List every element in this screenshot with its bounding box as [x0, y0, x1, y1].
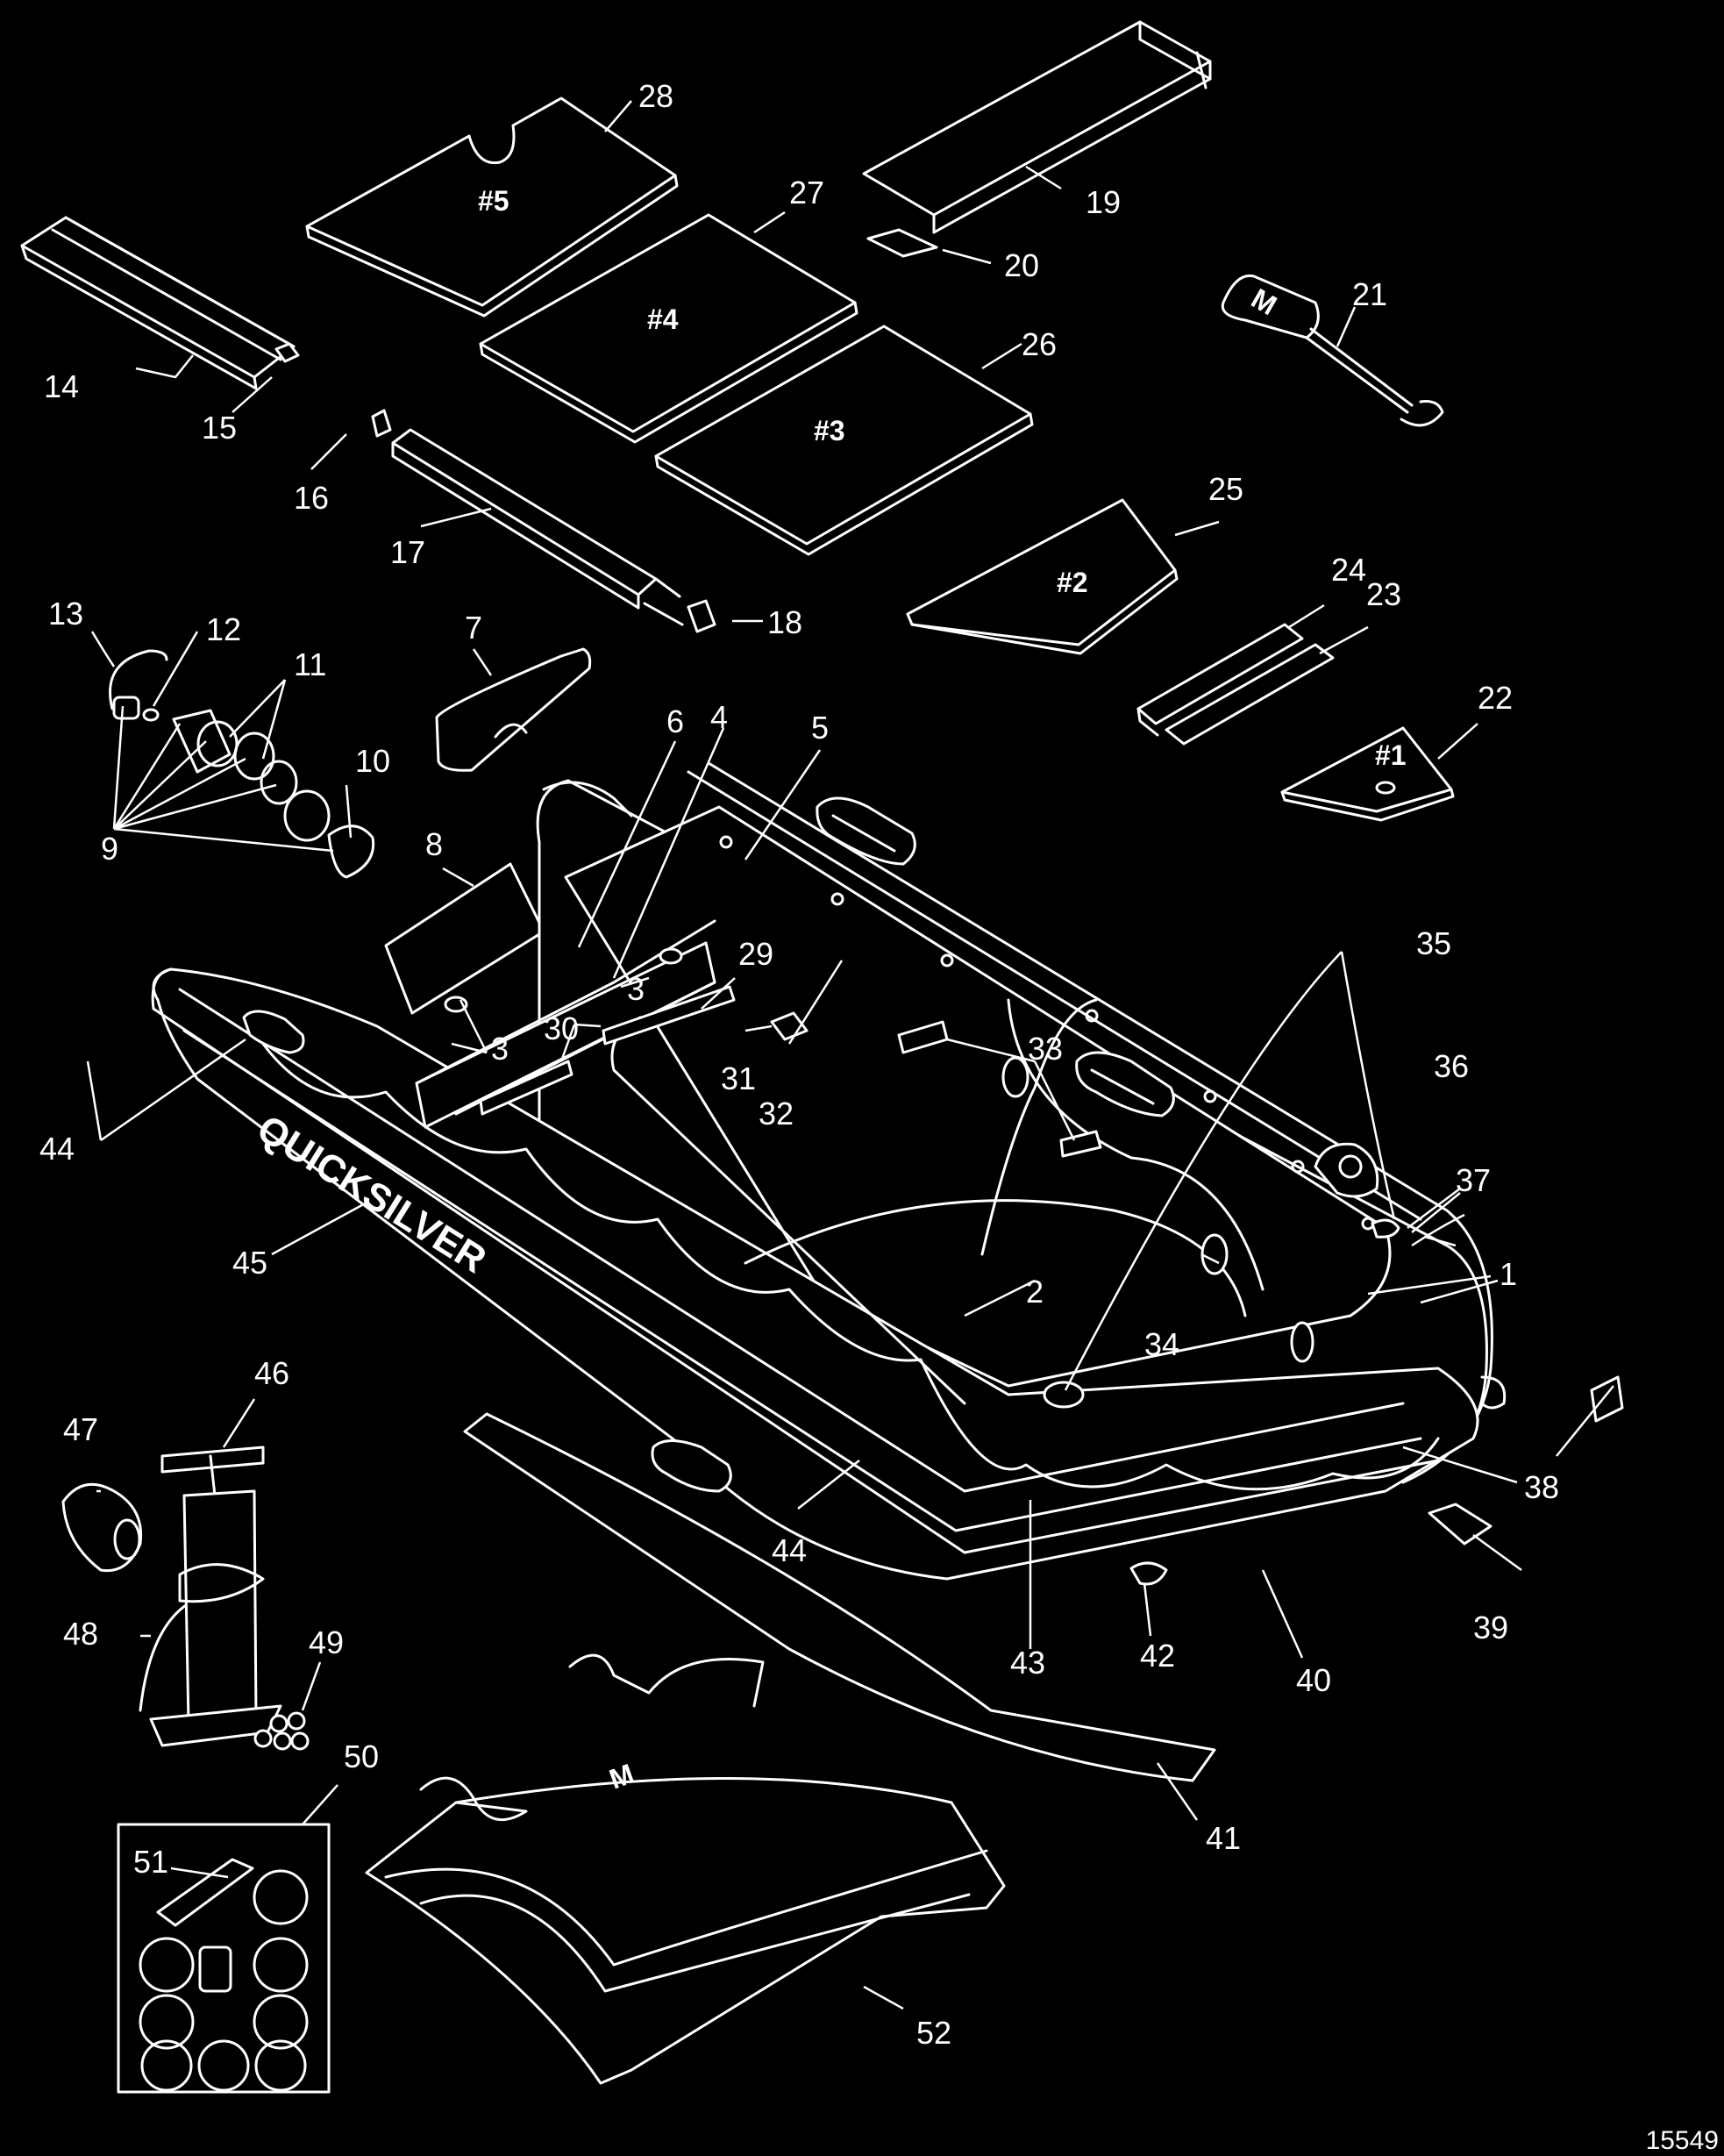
callout-43: 43 — [1010, 1645, 1045, 1681]
figure-id: 15549 — [1646, 2126, 1719, 2155]
callout-18: 18 — [767, 604, 802, 640]
callout-7: 7 — [465, 610, 482, 646]
callout-41: 41 — [1206, 1820, 1241, 1856]
callout-38: 38 — [1524, 1469, 1559, 1505]
callout-44: 44 — [772, 1532, 807, 1568]
stringer-cap-front — [371, 409, 392, 438]
callout-3: 3 — [627, 971, 645, 1007]
keel-strips — [1136, 623, 1335, 746]
rail-end-clip — [274, 342, 300, 363]
floor-panel-1: #1 — [1280, 726, 1455, 822]
callout-25: 25 — [1208, 471, 1243, 507]
valve-assembly — [109, 649, 375, 879]
panel-label-3: #3 — [814, 415, 845, 446]
callout-35: 35 — [1416, 925, 1451, 961]
callout-10: 10 — [355, 743, 390, 779]
callout-13: 13 — [48, 596, 83, 632]
callout-33: 33 — [1028, 1031, 1063, 1067]
callout-47: 47 — [63, 1411, 98, 1447]
callout-2: 2 — [1026, 1274, 1044, 1310]
stringer-cap-rear — [687, 599, 716, 633]
stringer — [391, 428, 684, 626]
floor-panel-5: #5 — [305, 96, 679, 318]
callout-24: 24 — [1331, 552, 1366, 588]
callout-40: 40 — [1296, 1662, 1331, 1698]
callout-37: 37 — [1456, 1162, 1491, 1198]
callout-15: 15 — [202, 410, 237, 446]
callout-52: 52 — [916, 2015, 951, 2051]
callout-21: 21 — [1352, 276, 1387, 312]
callout-48: 48 — [63, 1616, 98, 1652]
callout-31: 31 — [721, 1060, 756, 1096]
callout-1: 1 — [1500, 1256, 1517, 1292]
repair-kit — [117, 1823, 331, 2094]
callout-3: 3 — [491, 1031, 509, 1067]
pump-adapter — [61, 1482, 143, 1573]
callout-44: 44 — [39, 1131, 75, 1167]
transom-pad — [384, 862, 545, 1015]
callout-36: 36 — [1434, 1048, 1469, 1084]
callout-20: 20 — [1004, 247, 1039, 283]
emblem-38 — [1590, 1375, 1624, 1423]
callout-16: 16 — [294, 480, 329, 516]
floor-panel-2: #2 — [906, 498, 1179, 655]
callout-5: 5 — [811, 710, 829, 746]
oar: M — [1221, 274, 1444, 427]
callout-11: 11 — [294, 646, 326, 682]
callout-23: 23 — [1366, 576, 1401, 612]
callout-28: 28 — [638, 78, 673, 114]
callout-26: 26 — [1022, 326, 1057, 362]
callout-22: 22 — [1478, 680, 1513, 716]
callout-29: 29 — [738, 936, 773, 972]
panel-label-1: #1 — [1375, 739, 1407, 771]
callout-19: 19 — [1086, 184, 1121, 220]
callout-32: 32 — [759, 1096, 794, 1132]
callout-39: 39 — [1473, 1610, 1508, 1646]
callout-51: 51 — [133, 1844, 168, 1880]
transom-clip — [866, 228, 938, 258]
pump-fittings — [253, 1711, 310, 1751]
callout-12: 12 — [206, 611, 241, 647]
floor-panel-4: #4 — [479, 213, 858, 444]
callout-9: 9 — [101, 831, 118, 867]
panel-label-5: #5 — [478, 185, 509, 217]
carry-bag: M — [365, 1653, 1006, 2085]
callout-17: 17 — [390, 534, 425, 570]
seat — [435, 647, 592, 772]
boat-hull: QUICKSILVER — [151, 761, 1507, 1586]
callout-42: 42 — [1140, 1638, 1175, 1674]
leader-lines — [86, 100, 1614, 2010]
callout-34: 34 — [1144, 1326, 1179, 1362]
callout-8: 8 — [425, 826, 443, 862]
callouts: 1 2 3 3 4 5 6 7 8 9 10 11 12 13 14 15 16… — [39, 78, 1559, 2051]
callout-49: 49 — [309, 1624, 344, 1660]
keel-guard — [463, 1412, 1216, 1782]
callout-4: 4 — [710, 699, 728, 735]
callout-27: 27 — [789, 175, 824, 211]
callout-6: 6 — [666, 703, 684, 739]
panel-label-4: #4 — [647, 303, 679, 335]
callout-46: 46 — [254, 1355, 289, 1391]
valve-cap-36 — [1371, 1218, 1400, 1239]
floor-rail — [20, 216, 296, 390]
floor-panel-3: #3 — [654, 325, 1034, 556]
transom-bracket — [862, 20, 1212, 234]
callout-45: 45 — [232, 1245, 267, 1281]
callout-30: 30 — [544, 1010, 579, 1046]
panel-label-2: #2 — [1057, 567, 1088, 598]
callout-14: 14 — [44, 368, 79, 404]
hand-pump — [139, 1446, 282, 1747]
valve-35 — [1314, 1142, 1379, 1198]
callout-50: 50 — [344, 1738, 379, 1774]
